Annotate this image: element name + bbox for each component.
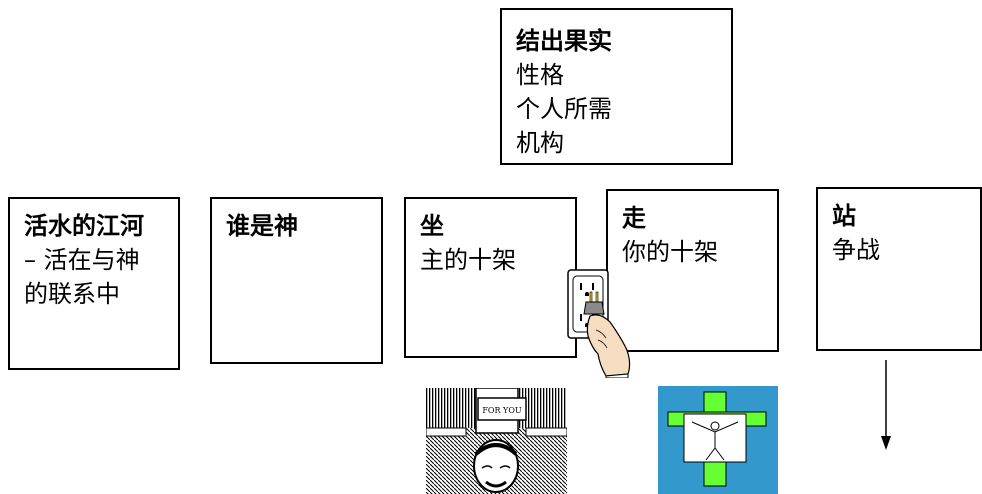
box-title: 站 — [832, 202, 856, 230]
box-stand: 站 争战 — [816, 187, 982, 351]
box-line: 的联系中 — [24, 280, 120, 308]
box-line: 争战 — [832, 236, 880, 264]
box-living-water: 活水的江河 – 活在与神 的联系中 — [8, 197, 180, 370]
box-walk: 走 你的十架 — [606, 189, 779, 352]
box-line: 性格 — [516, 61, 564, 89]
box-line: 主的十架 — [420, 246, 516, 274]
box-sit: 坐 主的十架 — [404, 197, 577, 358]
box-line: – 活在与神 — [24, 246, 140, 274]
down-arrow-icon — [881, 360, 891, 450]
crucifix-caption: FOR YOU — [482, 406, 522, 415]
box-title: 结出果实 — [516, 27, 612, 55]
box-who-is-god: 谁是神 — [210, 197, 383, 364]
crucifix-image: FOR YOU — [426, 388, 567, 494]
box-title: 走 — [622, 204, 646, 232]
box-line: 个人所需 — [516, 95, 612, 123]
box-title: 活水的江河 — [24, 212, 144, 240]
box-line: 你的十架 — [622, 238, 718, 266]
box-title: 谁是神 — [226, 212, 298, 240]
box-line: 机构 — [516, 129, 564, 157]
plug-outlet-icon — [567, 269, 631, 378]
cross-image — [658, 386, 778, 494]
box-title: 坐 — [420, 212, 444, 240]
box-bear-fruit: 结出果实 性格 个人所需 机构 — [500, 8, 733, 165]
